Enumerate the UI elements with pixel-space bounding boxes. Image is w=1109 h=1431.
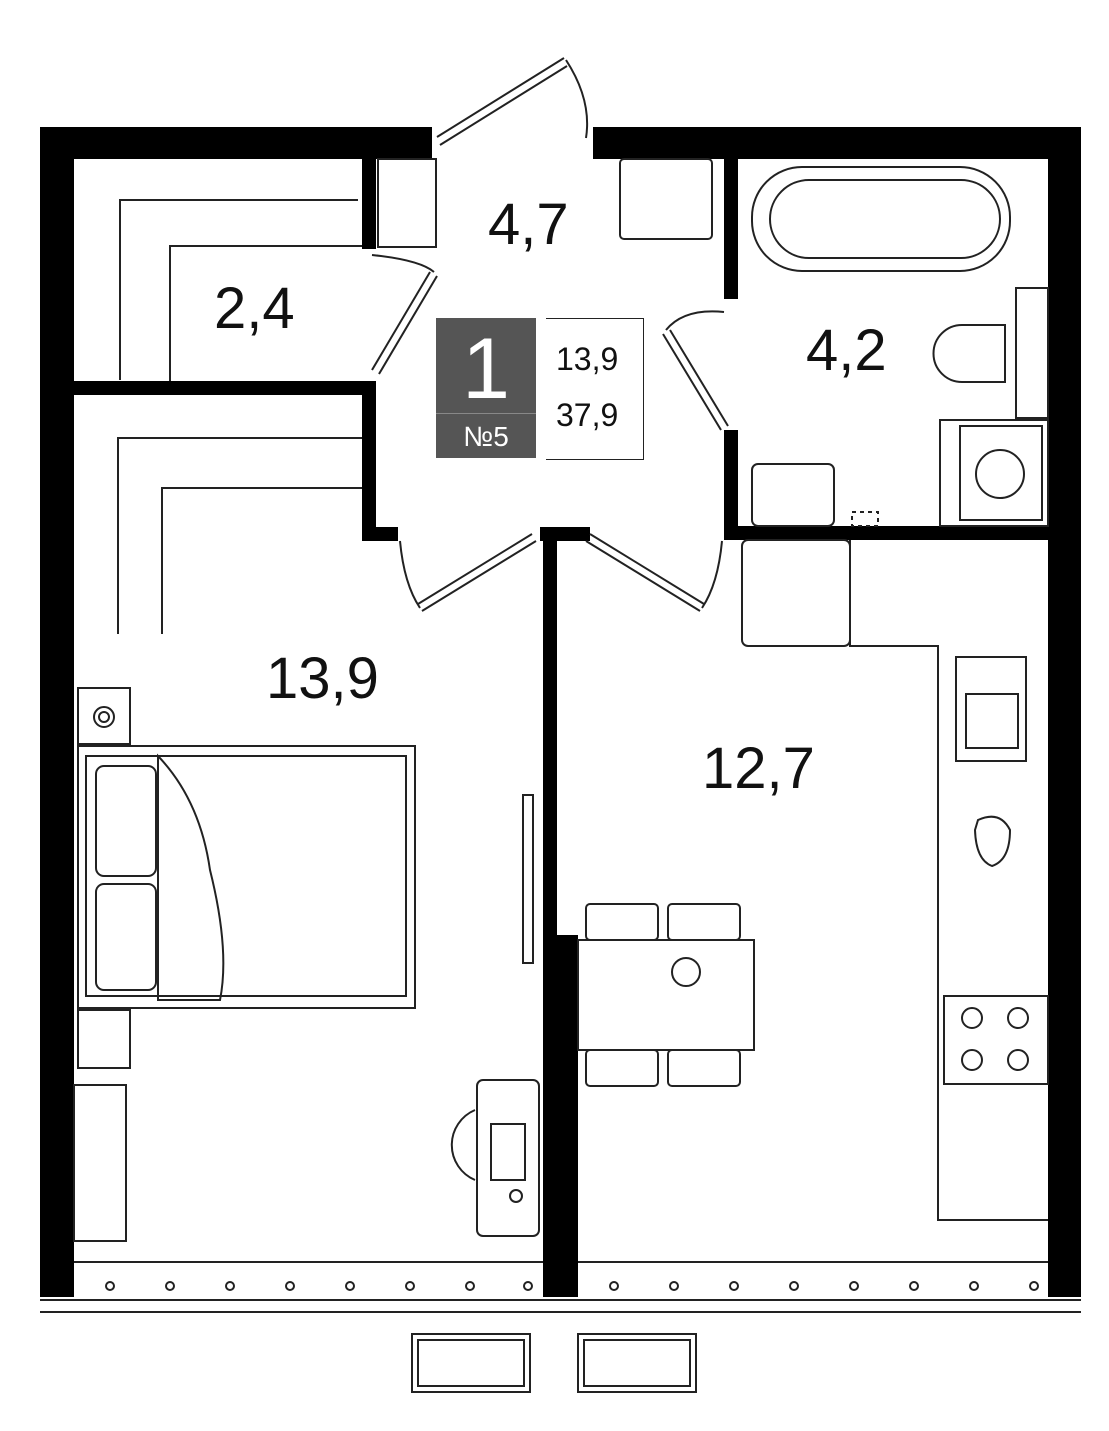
badge-divider (436, 413, 536, 414)
room-area-hall: 4,7 (488, 192, 569, 257)
walls (40, 127, 1081, 1297)
room-area-wardrobe: 2,4 (214, 276, 295, 341)
room-area-bathroom: 4,2 (806, 318, 887, 383)
fixtures (40, 57, 1081, 1393)
balcony-rail-dots (105, 1281, 1039, 1291)
room-area-kitchen: 12,7 (702, 736, 815, 801)
room-count: 1 (462, 321, 510, 417)
living-area: 13,9 (556, 341, 619, 377)
apartment-number: №5 (463, 421, 509, 452)
room-area-bedroom: 13,9 (266, 646, 379, 711)
total-area: 37,9 (556, 397, 619, 433)
apartment-badge: 1 №5 (436, 318, 536, 458)
area-summary: 13,9 37,9 (546, 318, 644, 460)
